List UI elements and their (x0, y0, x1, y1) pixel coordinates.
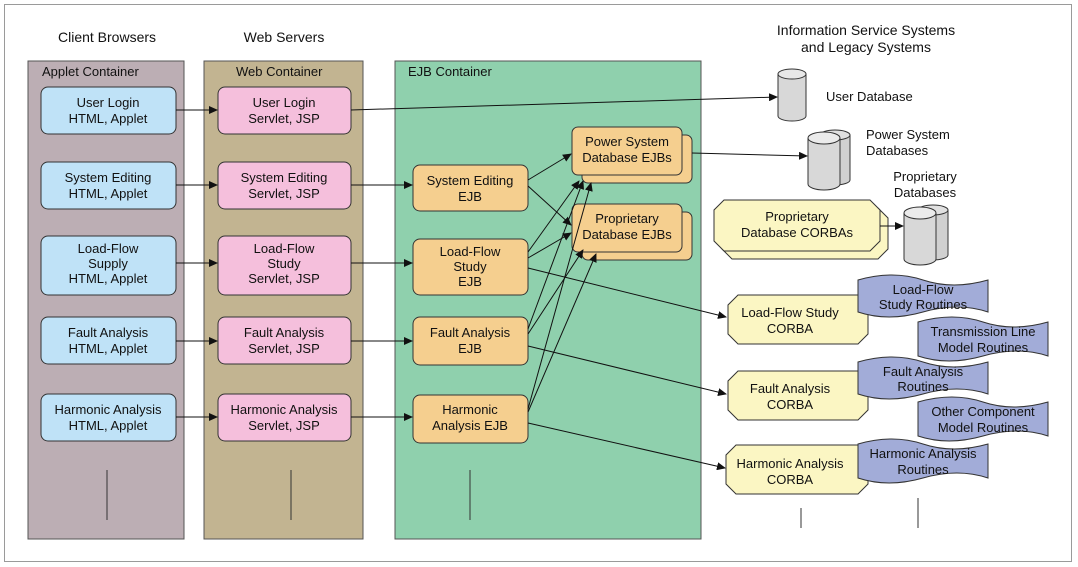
svg-text:EJB: EJB (458, 189, 482, 204)
web-load-flow-study: Load-Flow Study Servlet, JSP (217, 235, 352, 296)
ejb-load-flow-study: Load-Flow Study EJB (412, 238, 529, 296)
svg-text:Fault Analysis: Fault Analysis (68, 325, 149, 340)
web-fault-analysis: Fault Analysis Servlet, JSP (217, 316, 352, 365)
svg-text:Proprietary: Proprietary (595, 211, 659, 226)
power-system-database-ejbs: Power System Database EJBs (571, 126, 693, 184)
header-web-servers: Web Servers (244, 29, 325, 45)
applet-container (27, 60, 185, 540)
transmission-line-model-routines: Transmission Line Model Routines (917, 316, 1049, 362)
ejb-to-db-arrows (527, 151, 904, 471)
header-info-systems-line1: Information Service Systems (777, 22, 955, 38)
user-database-cylinder (777, 68, 807, 122)
svg-text:Fault Analysis: Fault Analysis (883, 364, 964, 379)
svg-text:Supply: Supply (88, 256, 128, 271)
power-system-databases-label1: Power System (866, 127, 950, 142)
fault-analysis-corba: Fault Analysis CORBA (727, 370, 869, 421)
svg-text:Proprietary: Proprietary (765, 209, 829, 224)
svg-text:CORBA: CORBA (767, 321, 814, 336)
web-user-login: User Login Servlet, JSP (217, 86, 352, 135)
svg-text:Harmonic Analysis: Harmonic Analysis (870, 446, 977, 461)
applet-to-web-arrows (176, 106, 218, 421)
proprietary-databases-label1: Proprietary (893, 169, 957, 184)
ejb-harmonic-analysis: Harmonic Analysis EJB (412, 394, 529, 444)
svg-text:Power System: Power System (585, 134, 669, 149)
applet-container-label: Applet Container (42, 64, 140, 79)
svg-text:Servlet, JSP: Servlet, JSP (248, 111, 320, 126)
svg-text:Routines: Routines (897, 379, 949, 394)
svg-text:Database EJBs: Database EJBs (582, 150, 672, 165)
svg-text:Servlet, JSP: Servlet, JSP (248, 186, 320, 201)
svg-text:Load-Flow: Load-Flow (254, 241, 315, 256)
web-harmonic-analysis: Harmonic Analysis Servlet, JSP (217, 393, 352, 442)
svg-text:Servlet, JSP: Servlet, JSP (248, 271, 320, 286)
svg-text:Harmonic Analysis: Harmonic Analysis (231, 402, 338, 417)
svg-text:EJB: EJB (458, 341, 482, 356)
load-flow-study-corba: Load-Flow Study CORBA (727, 294, 869, 345)
svg-text:HTML, Applet: HTML, Applet (69, 341, 148, 356)
svg-text:HTML, Applet: HTML, Applet (69, 111, 148, 126)
web-system-editing: System Editing Servlet, JSP (217, 161, 352, 210)
svg-text:Routines: Routines (897, 462, 949, 477)
svg-text:Transmission Line: Transmission Line (930, 324, 1035, 339)
load-flow-study-routines: Load-Flow Study Routines (857, 274, 989, 318)
svg-text:Load-Flow: Load-Flow (78, 241, 139, 256)
applet-user-login: User Login HTML, Applet (40, 86, 177, 135)
ejb-system-editing: System Editing EJB (412, 164, 529, 212)
svg-text:Load-Flow: Load-Flow (893, 282, 954, 297)
header-info-systems-line2: and Legacy Systems (801, 39, 931, 55)
svg-text:System Editing: System Editing (241, 170, 328, 185)
svg-text:CORBA: CORBA (767, 472, 814, 487)
other-component-model-routines: Other Component Model Routines (917, 396, 1049, 442)
proprietary-databases-label2: Databases (894, 185, 957, 200)
svg-text:EJB: EJB (458, 274, 482, 289)
svg-text:Model Routines: Model Routines (938, 340, 1029, 355)
web-to-ejb-arrows (350, 93, 778, 421)
svg-text:Model Routines: Model Routines (938, 420, 1029, 435)
svg-text:Analysis EJB: Analysis EJB (432, 418, 508, 433)
power-system-databases-label2: Databases (866, 143, 929, 158)
user-database-label: User Database (826, 89, 913, 104)
svg-text:Harmonic Analysis: Harmonic Analysis (55, 402, 162, 417)
svg-text:Fault Analysis: Fault Analysis (244, 325, 325, 340)
svg-text:User Login: User Login (253, 95, 316, 110)
applet-load-flow-supply: Load-Flow Supply HTML, Applet (40, 235, 177, 296)
svg-text:Fault Analysis: Fault Analysis (750, 381, 831, 396)
svg-text:Study: Study (453, 259, 487, 274)
ejb-fault-analysis: Fault Analysis EJB (412, 316, 529, 366)
applet-fault-analysis: Fault Analysis HTML, Applet (40, 316, 177, 365)
header-client-browsers: Client Browsers (58, 29, 156, 45)
svg-text:System Editing: System Editing (427, 173, 514, 188)
web-container-label: Web Container (236, 64, 323, 79)
proprietary-databases-cylinder (903, 204, 949, 266)
web-container (203, 60, 364, 540)
svg-text:Servlet, JSP: Servlet, JSP (248, 341, 320, 356)
svg-text:CORBA: CORBA (767, 397, 814, 412)
ejb-container-label: EJB Container (408, 64, 492, 79)
svg-text:Database EJBs: Database EJBs (582, 227, 672, 242)
svg-text:Harmonic: Harmonic (442, 402, 498, 417)
svg-text:Other Component: Other Component (931, 404, 1035, 419)
svg-text:Servlet, JSP: Servlet, JSP (248, 418, 320, 433)
harmonic-analysis-corba: Harmonic Analysis CORBA (725, 444, 869, 495)
svg-text:User Login: User Login (77, 95, 140, 110)
applet-system-editing: System Editing HTML, Applet (40, 161, 177, 210)
svg-text:Load-Flow: Load-Flow (440, 244, 501, 259)
svg-text:Fault Analysis: Fault Analysis (430, 325, 511, 340)
svg-text:Study: Study (267, 256, 301, 271)
svg-text:Load-Flow Study: Load-Flow Study (741, 305, 839, 320)
svg-text:HTML, Applet: HTML, Applet (69, 186, 148, 201)
svg-text:Study Routines: Study Routines (879, 297, 968, 312)
fault-analysis-routines: Fault Analysis Routines (857, 356, 989, 400)
harmonic-analysis-routines: Harmonic Analysis Routines (857, 438, 989, 484)
proprietary-database-ejbs: Proprietary Database EJBs (571, 203, 693, 261)
svg-text:System Editing: System Editing (65, 170, 152, 185)
applet-harmonic-analysis: Harmonic Analysis HTML, Applet (40, 393, 177, 442)
svg-text:HTML, Applet: HTML, Applet (69, 418, 148, 433)
proprietary-database-corbas: Proprietary Database CORBAs (713, 199, 889, 260)
power-system-databases-cylinder (807, 129, 851, 191)
svg-text:Harmonic Analysis: Harmonic Analysis (737, 456, 844, 471)
svg-text:Database CORBAs: Database CORBAs (741, 225, 853, 240)
svg-text:HTML, Applet: HTML, Applet (69, 271, 148, 286)
